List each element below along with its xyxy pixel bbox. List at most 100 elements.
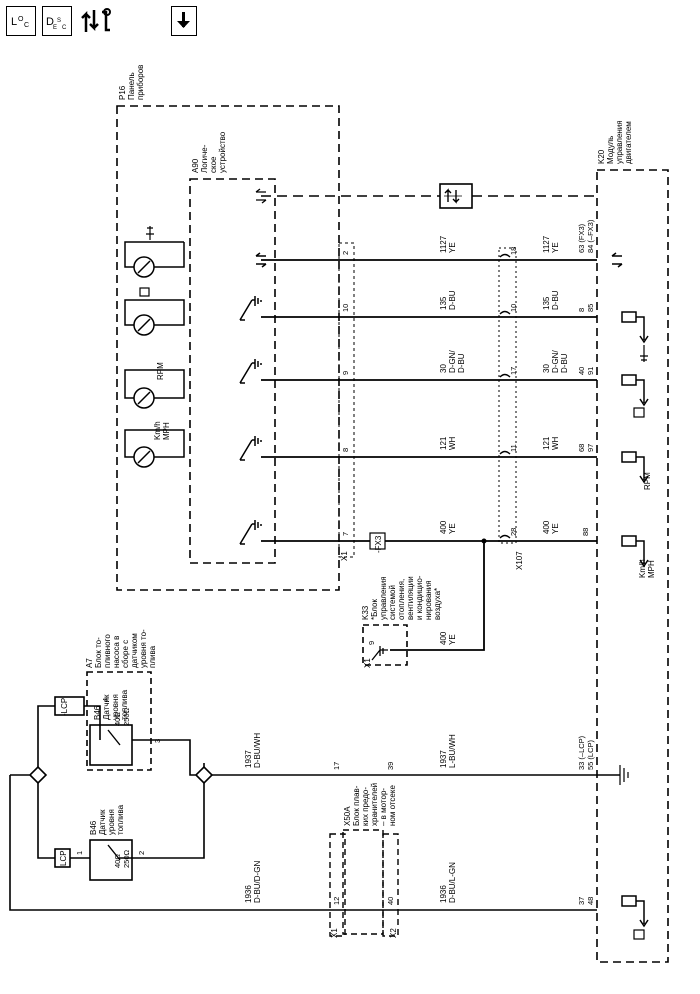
- svg-text:1127: 1127: [542, 235, 551, 253]
- svg-text:X2: X2: [389, 928, 398, 938]
- svg-text:Блок то-: Блок то-: [94, 637, 103, 668]
- svg-text:MPH: MPH: [162, 422, 171, 440]
- svg-text:X107: X107: [515, 551, 524, 570]
- svg-text:39: 39: [386, 762, 395, 770]
- svg-text:250Ω: 250Ω: [122, 707, 131, 726]
- svg-text:D-BU/L-GN: D-BU/L-GN: [448, 862, 457, 903]
- svg-text:9: 9: [341, 371, 350, 375]
- svg-text:121: 121: [542, 436, 551, 450]
- fuel-pump-icon-p16: [139, 287, 150, 297]
- svg-text:L: L: [11, 16, 17, 28]
- svg-text:X1: X1: [330, 928, 339, 938]
- svg-text:E: E: [53, 25, 57, 31]
- svg-text:YE: YE: [448, 242, 457, 253]
- svg-text:хранителей: хранителей: [370, 783, 379, 826]
- svg-text:RPM: RPM: [643, 472, 652, 490]
- svg-text:уровня то-: уровня то-: [139, 629, 148, 668]
- svg-text:400: 400: [542, 520, 551, 534]
- svg-text:28: 28: [509, 528, 518, 536]
- svg-text:12: 12: [332, 897, 341, 905]
- svg-text:2: 2: [341, 251, 350, 255]
- svg-text:33 (–LCP): 33 (–LCP): [577, 735, 586, 770]
- svg-text:воздуха*: воздуха*: [433, 588, 442, 620]
- svg-text:– в мотор-: – в мотор-: [379, 788, 388, 826]
- fuel-pump-icon-k20b: [633, 929, 645, 940]
- svg-text:YE: YE: [551, 242, 560, 253]
- svg-text:11: 11: [509, 444, 518, 452]
- svg-text:топлива: топлива: [116, 804, 125, 835]
- svg-text:P16: P16: [118, 85, 127, 100]
- svg-text:-FX3: -FX3: [374, 535, 383, 553]
- x1-p16-connector: [338, 242, 355, 558]
- svg-text:40: 40: [577, 367, 586, 375]
- location-button[interactable]: L O C: [6, 6, 36, 36]
- svg-text:YE: YE: [551, 523, 560, 534]
- svg-text:ном отсеке: ном отсеке: [388, 785, 397, 826]
- svg-text:насоса в: насоса в: [112, 636, 121, 668]
- svg-text:D-BU: D-BU: [448, 290, 457, 310]
- svg-text:C: C: [24, 22, 29, 29]
- svg-text:C: C: [62, 25, 67, 31]
- svg-text:-LCP: -LCP: [60, 698, 69, 716]
- svg-text:7: 7: [341, 532, 350, 536]
- location-icon: L O C: [11, 16, 29, 29]
- svg-text:D-BU/D-GN: D-BU/D-GN: [253, 861, 262, 903]
- svg-text:D-GN/: D-GN/: [448, 350, 457, 373]
- a90-border: [189, 178, 276, 564]
- svg-text:D-GN/: D-GN/: [551, 350, 560, 373]
- svg-text:YE: YE: [448, 523, 457, 534]
- svg-text:17: 17: [509, 367, 518, 375]
- svg-text:30: 30: [542, 364, 551, 373]
- svg-text:63 (FX3): 63 (FX3): [577, 223, 586, 253]
- svg-text:Датчик: Датчик: [102, 694, 111, 720]
- x107-connector: [498, 247, 517, 544]
- svg-text:91: 91: [586, 367, 595, 375]
- connector-views-button[interactable]: [80, 6, 114, 36]
- x50a-x2-connector: [382, 833, 399, 937]
- comm-module-box: [439, 183, 473, 209]
- svg-text:40: 40: [386, 897, 395, 905]
- svg-text:системой: системой: [388, 585, 397, 620]
- description-button[interactable]: D E S C: [42, 6, 72, 36]
- svg-text:X1: X1: [340, 551, 349, 561]
- svg-text:X1: X1: [363, 658, 372, 668]
- svg-text:WH: WH: [551, 436, 560, 450]
- svg-text:B46: B46: [89, 820, 98, 835]
- svg-text:1: 1: [75, 851, 84, 855]
- svg-text:8: 8: [577, 308, 586, 312]
- svg-text:LCP: LCP: [59, 850, 68, 866]
- arrow-down-icon: [177, 12, 190, 28]
- svg-text:MPH: MPH: [647, 560, 656, 578]
- svg-text:Km/h: Km/h: [153, 421, 162, 440]
- svg-text:85: 85: [586, 304, 595, 312]
- svg-text:55 (LCP): 55 (LCP): [586, 739, 595, 770]
- x50a-border: [342, 829, 384, 935]
- svg-text:88: 88: [581, 528, 590, 536]
- svg-text:топлива: топлива: [120, 689, 129, 720]
- svg-text:40Ω: 40Ω: [113, 854, 122, 868]
- svg-text:Логиче-: Логиче-: [200, 144, 209, 173]
- svg-text:10: 10: [341, 304, 350, 312]
- a7-border: [86, 671, 152, 771]
- svg-text:37: 37: [577, 897, 586, 905]
- svg-text:3: 3: [153, 739, 162, 743]
- svg-text:18: 18: [509, 247, 518, 255]
- svg-text:Km/h: Km/h: [638, 559, 647, 578]
- svg-text:*Блок: *Блок: [370, 599, 379, 620]
- svg-text:S: S: [57, 18, 61, 24]
- svg-text:400: 400: [439, 520, 448, 534]
- svg-text:D: D: [46, 16, 54, 28]
- svg-text:B46: B46: [93, 705, 102, 720]
- svg-text:8: 8: [341, 448, 350, 452]
- svg-text:Датчик: Датчик: [98, 809, 107, 835]
- svg-text:RPM: RPM: [156, 362, 165, 380]
- next-page-button[interactable]: [171, 6, 197, 36]
- svg-text:D-BU: D-BU: [551, 290, 560, 310]
- svg-text:17: 17: [332, 762, 341, 770]
- svg-text:уровня: уровня: [111, 694, 120, 720]
- svg-text:устройство: устройство: [218, 131, 227, 173]
- p16-border: [116, 105, 340, 591]
- svg-text:4: 4: [101, 698, 110, 702]
- svg-text:30: 30: [439, 364, 448, 373]
